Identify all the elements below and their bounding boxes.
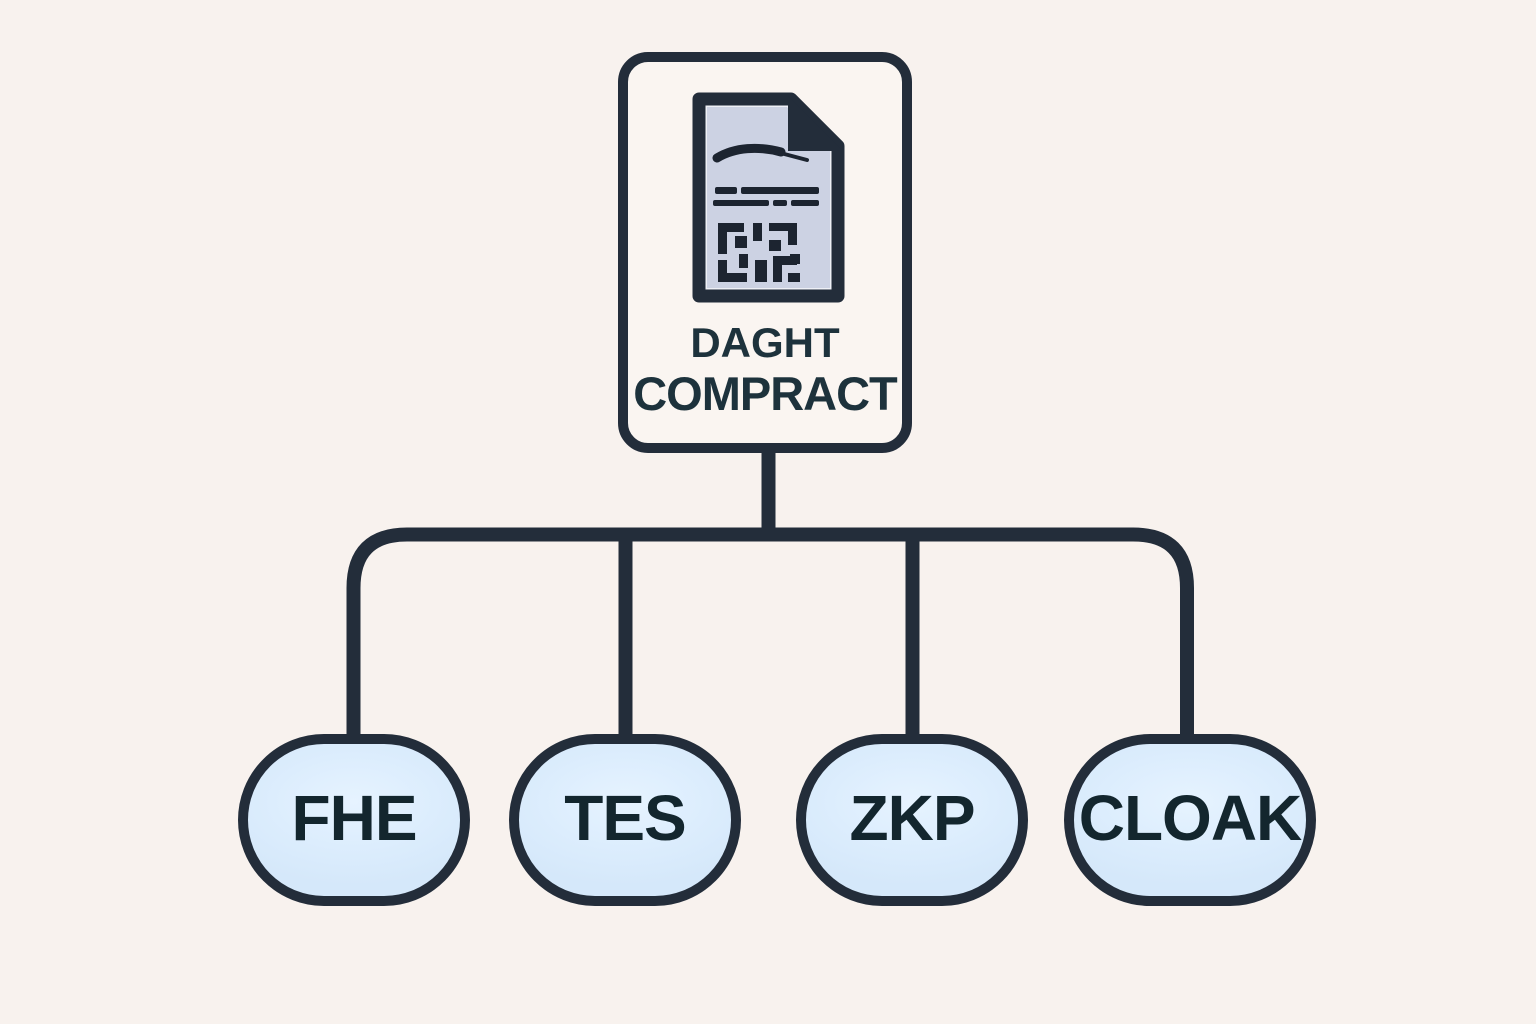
branch-bar-line	[346, 527, 1194, 748]
contract-document-icon	[692, 92, 845, 303]
root-label-line2: COMPRACT	[633, 367, 898, 420]
node-fhe: FHE	[238, 734, 470, 906]
node-cloak: CLOAK	[1064, 734, 1316, 906]
node-fhe-label: FHE	[291, 782, 418, 854]
node-zkp-label: ZKP	[849, 782, 976, 854]
root-node-label: DAGHT COMPRACT	[633, 319, 898, 420]
node-tes: TES	[509, 734, 741, 906]
node-cloak-label: CLOAK	[1078, 782, 1303, 854]
root-node: DAGHT COMPRACT	[618, 52, 912, 453]
node-zkp: ZKP	[796, 734, 1028, 906]
node-tes-label: TES	[564, 782, 686, 854]
root-label-line1: DAGHT	[690, 319, 840, 366]
